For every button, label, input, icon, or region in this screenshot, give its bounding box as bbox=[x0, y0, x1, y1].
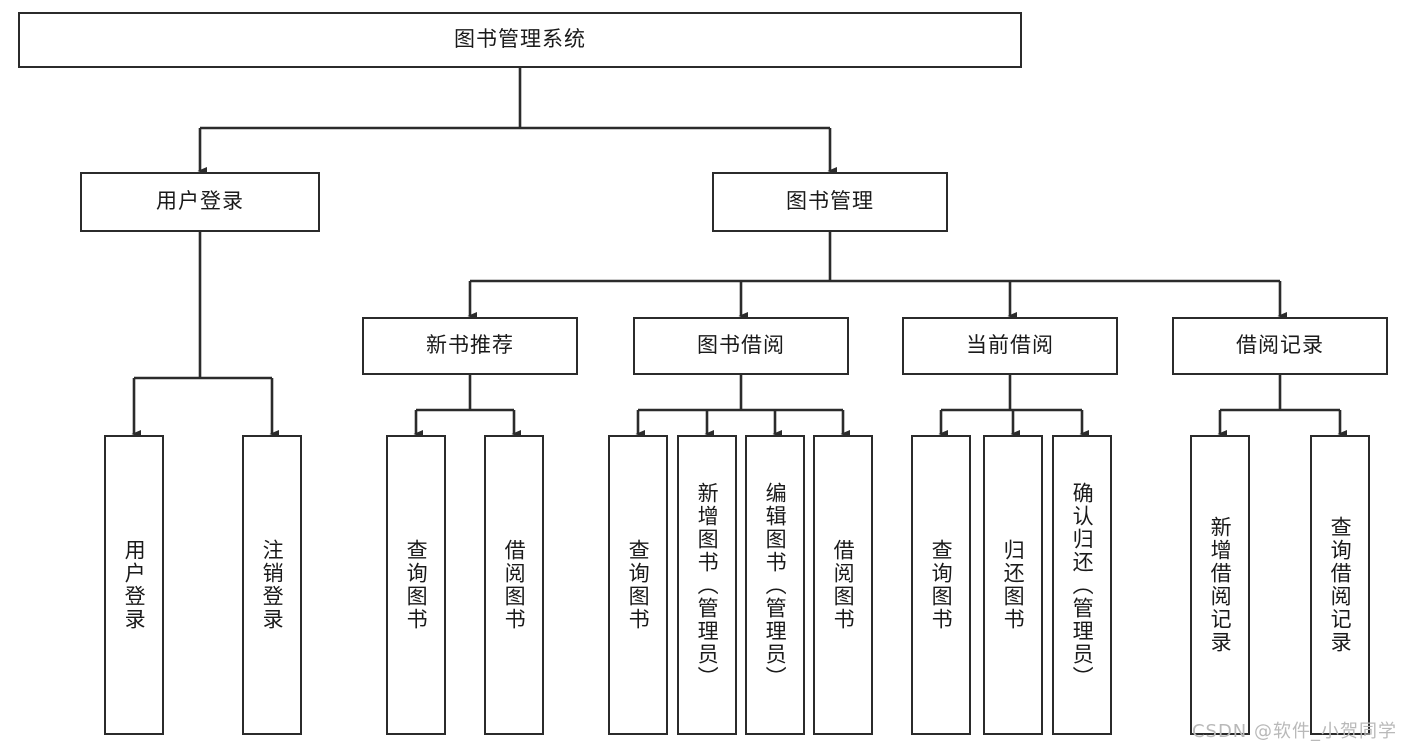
node-leaf-return-book-label: 归还图书 bbox=[1001, 539, 1026, 631]
node-root-label: 图书管理系统 bbox=[454, 27, 586, 52]
node-leaf-add-book-admin[interactable]: 新增图书（管理员） bbox=[677, 435, 737, 735]
node-leaf-confirm-return-admin-label: 确认归还（管理员） bbox=[1070, 481, 1095, 689]
watermark-text: CSDN @软件_小贺同学 bbox=[1191, 721, 1397, 742]
node-leaf-borrow-book-1-label: 借阅图书 bbox=[502, 539, 527, 631]
node-leaf-query-borrow-record-label: 查询借阅记录 bbox=[1328, 516, 1353, 654]
node-leaf-return-book[interactable]: 归还图书 bbox=[983, 435, 1043, 735]
node-user-login[interactable]: 用户登录 bbox=[80, 172, 320, 232]
node-current-borrow-label: 当前借阅 bbox=[966, 333, 1054, 358]
node-book-borrow[interactable]: 图书借阅 bbox=[633, 317, 849, 375]
node-leaf-borrow-book-1[interactable]: 借阅图书 bbox=[484, 435, 544, 735]
node-leaf-edit-book-admin[interactable]: 编辑图书（管理员） bbox=[745, 435, 805, 735]
node-leaf-confirm-return-admin[interactable]: 确认归还（管理员） bbox=[1052, 435, 1112, 735]
node-leaf-query-book-2-label: 查询图书 bbox=[626, 539, 651, 631]
node-leaf-user-login[interactable]: 用户登录 bbox=[104, 435, 164, 735]
node-borrow-record[interactable]: 借阅记录 bbox=[1172, 317, 1388, 375]
node-book-management[interactable]: 图书管理 bbox=[712, 172, 948, 232]
node-user-login-label: 用户登录 bbox=[156, 189, 244, 214]
node-leaf-query-book-1[interactable]: 查询图书 bbox=[386, 435, 446, 735]
node-leaf-query-book-1-label: 查询图书 bbox=[404, 539, 429, 631]
node-new-book-recommend[interactable]: 新书推荐 bbox=[362, 317, 578, 375]
node-leaf-add-book-admin-label: 新增图书（管理员） bbox=[695, 481, 720, 689]
node-leaf-query-book-3-label: 查询图书 bbox=[929, 539, 954, 631]
node-leaf-add-borrow-record[interactable]: 新增借阅记录 bbox=[1190, 435, 1250, 735]
node-root[interactable]: 图书管理系统 bbox=[18, 12, 1022, 68]
node-leaf-query-book-3[interactable]: 查询图书 bbox=[911, 435, 971, 735]
node-leaf-add-borrow-record-label: 新增借阅记录 bbox=[1208, 516, 1233, 654]
node-leaf-borrow-book-2[interactable]: 借阅图书 bbox=[813, 435, 873, 735]
node-book-borrow-label: 图书借阅 bbox=[697, 333, 785, 358]
node-leaf-user-logout-label: 注销登录 bbox=[260, 539, 285, 631]
node-book-management-label: 图书管理 bbox=[786, 189, 874, 214]
node-leaf-user-logout[interactable]: 注销登录 bbox=[242, 435, 302, 735]
node-borrow-record-label: 借阅记录 bbox=[1236, 333, 1324, 358]
node-leaf-query-borrow-record[interactable]: 查询借阅记录 bbox=[1310, 435, 1370, 735]
node-leaf-user-login-label: 用户登录 bbox=[122, 539, 147, 631]
node-leaf-borrow-book-2-label: 借阅图书 bbox=[831, 539, 856, 631]
node-current-borrow[interactable]: 当前借阅 bbox=[902, 317, 1118, 375]
node-new-book-recommend-label: 新书推荐 bbox=[426, 333, 514, 358]
node-leaf-query-book-2[interactable]: 查询图书 bbox=[608, 435, 668, 735]
node-leaf-edit-book-admin-label: 编辑图书（管理员） bbox=[763, 481, 788, 689]
